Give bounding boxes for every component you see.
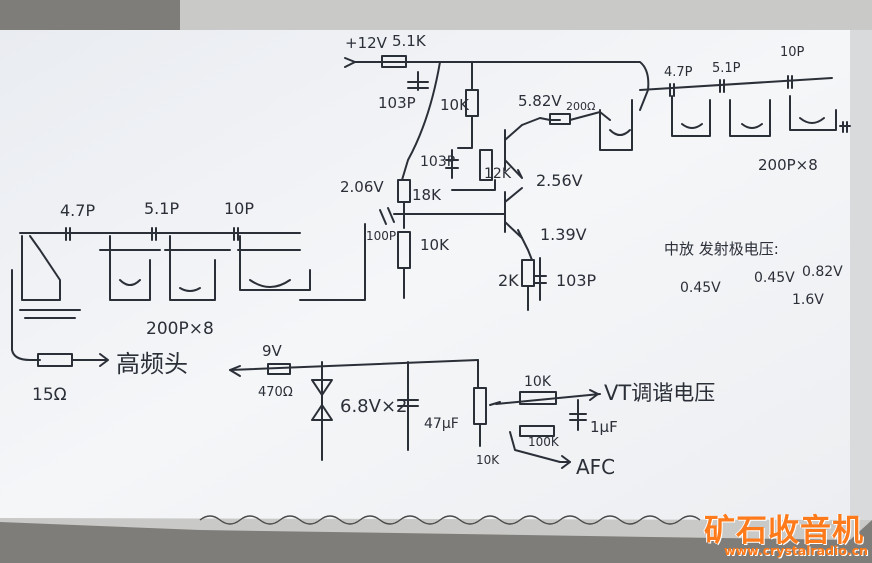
right-cap-array (599, 95, 851, 151)
label-left-c1: 4.7P (60, 201, 95, 220)
capacitor-103p (407, 71, 429, 91)
label-r-10k-base: 10K (420, 236, 450, 254)
label-zener: 6.8V×2 (340, 396, 407, 417)
right-cap-47p (669, 83, 675, 97)
label-right-c2: 5.1P (712, 61, 741, 76)
capacitor-1uf (569, 399, 587, 431)
note-v1: 0.45V (680, 280, 721, 296)
watermark-title: 矿石收音机 (704, 513, 864, 549)
right-cap-51p (719, 79, 725, 93)
label-vt: VT调谐电压 (604, 381, 715, 405)
schematic-labels: +12V 5.1K 103P 10K 5.82V 200Ω 103P 12K 2… (32, 32, 843, 479)
resistor-5k1 (381, 55, 407, 68)
label-r-18k: 18K (412, 186, 442, 204)
left-cap-51p (151, 227, 157, 241)
label-r-series: 200Ω (566, 100, 595, 113)
zener-diode (311, 361, 333, 461)
label-supply-voltage: +12V (345, 34, 388, 52)
label-r-bias: 10K (440, 96, 470, 114)
label-c-1uf: 1μF (590, 418, 618, 436)
label-r-top: 5.1K (392, 32, 427, 50)
label-afc: AFC (576, 455, 615, 479)
schematic-drawing (11, 55, 851, 469)
label-left-c2: 5.1P (144, 199, 179, 218)
paper-sheet (0, 30, 860, 520)
label-pot: 10K (476, 453, 500, 467)
label-v-emitter: 1.39V (540, 225, 587, 244)
label-r-10k-vt: 10K (524, 374, 552, 390)
note-title: 中放 发射极电压: (664, 240, 779, 258)
label-v-base2: 2.56V (536, 171, 583, 190)
label-v-collector: 5.82V (518, 92, 562, 110)
label-supply-9v: 9V (262, 342, 283, 360)
capacitor-103p-emit2 (533, 257, 547, 301)
left-cap-47p (65, 227, 71, 241)
note-v4: 1.6V (792, 292, 824, 308)
label-r-470: 470Ω (258, 385, 293, 400)
resistor-100k (519, 425, 555, 437)
label-right-c1: 4.7P (664, 65, 693, 80)
label-r-12k: 12K (484, 166, 512, 182)
label-left-c3: 10P (224, 199, 254, 218)
left-cap-10p (233, 227, 239, 241)
label-c-top: 103P (378, 94, 416, 112)
label-c-in: 100P (366, 229, 396, 243)
label-c-47: 47μF (424, 416, 459, 432)
label-right-array: 200P×8 (758, 156, 818, 174)
capacitor-103p-emit (445, 149, 459, 179)
label-speaker: 高频头 (116, 350, 188, 378)
resistor-10k-vt (519, 391, 557, 405)
watermark-url: www.crystalradio.cn (724, 543, 868, 558)
label-c-emit2: 103P (556, 271, 597, 290)
label-c-emit: 103P (420, 154, 455, 170)
resistor-470 (267, 363, 291, 375)
note-v2: 0.45V (754, 270, 795, 286)
label-v-base1: 2.06V (340, 178, 384, 196)
capacitor-47uf (397, 361, 419, 451)
capacitor-100p (379, 207, 395, 225)
label-right-c3: 10P (780, 45, 805, 60)
right-cap-10p (787, 75, 793, 89)
label-r-emit: 2K (498, 271, 519, 290)
resistor-12k (479, 149, 493, 181)
label-left-array: 200P×8 (146, 319, 214, 339)
left-cap-array (11, 235, 311, 361)
label-r-speaker: 15Ω (32, 385, 67, 405)
label-r-100k: 100K (528, 435, 560, 449)
note-v3: 0.82V (802, 264, 843, 280)
transistor-q1 (504, 124, 523, 179)
